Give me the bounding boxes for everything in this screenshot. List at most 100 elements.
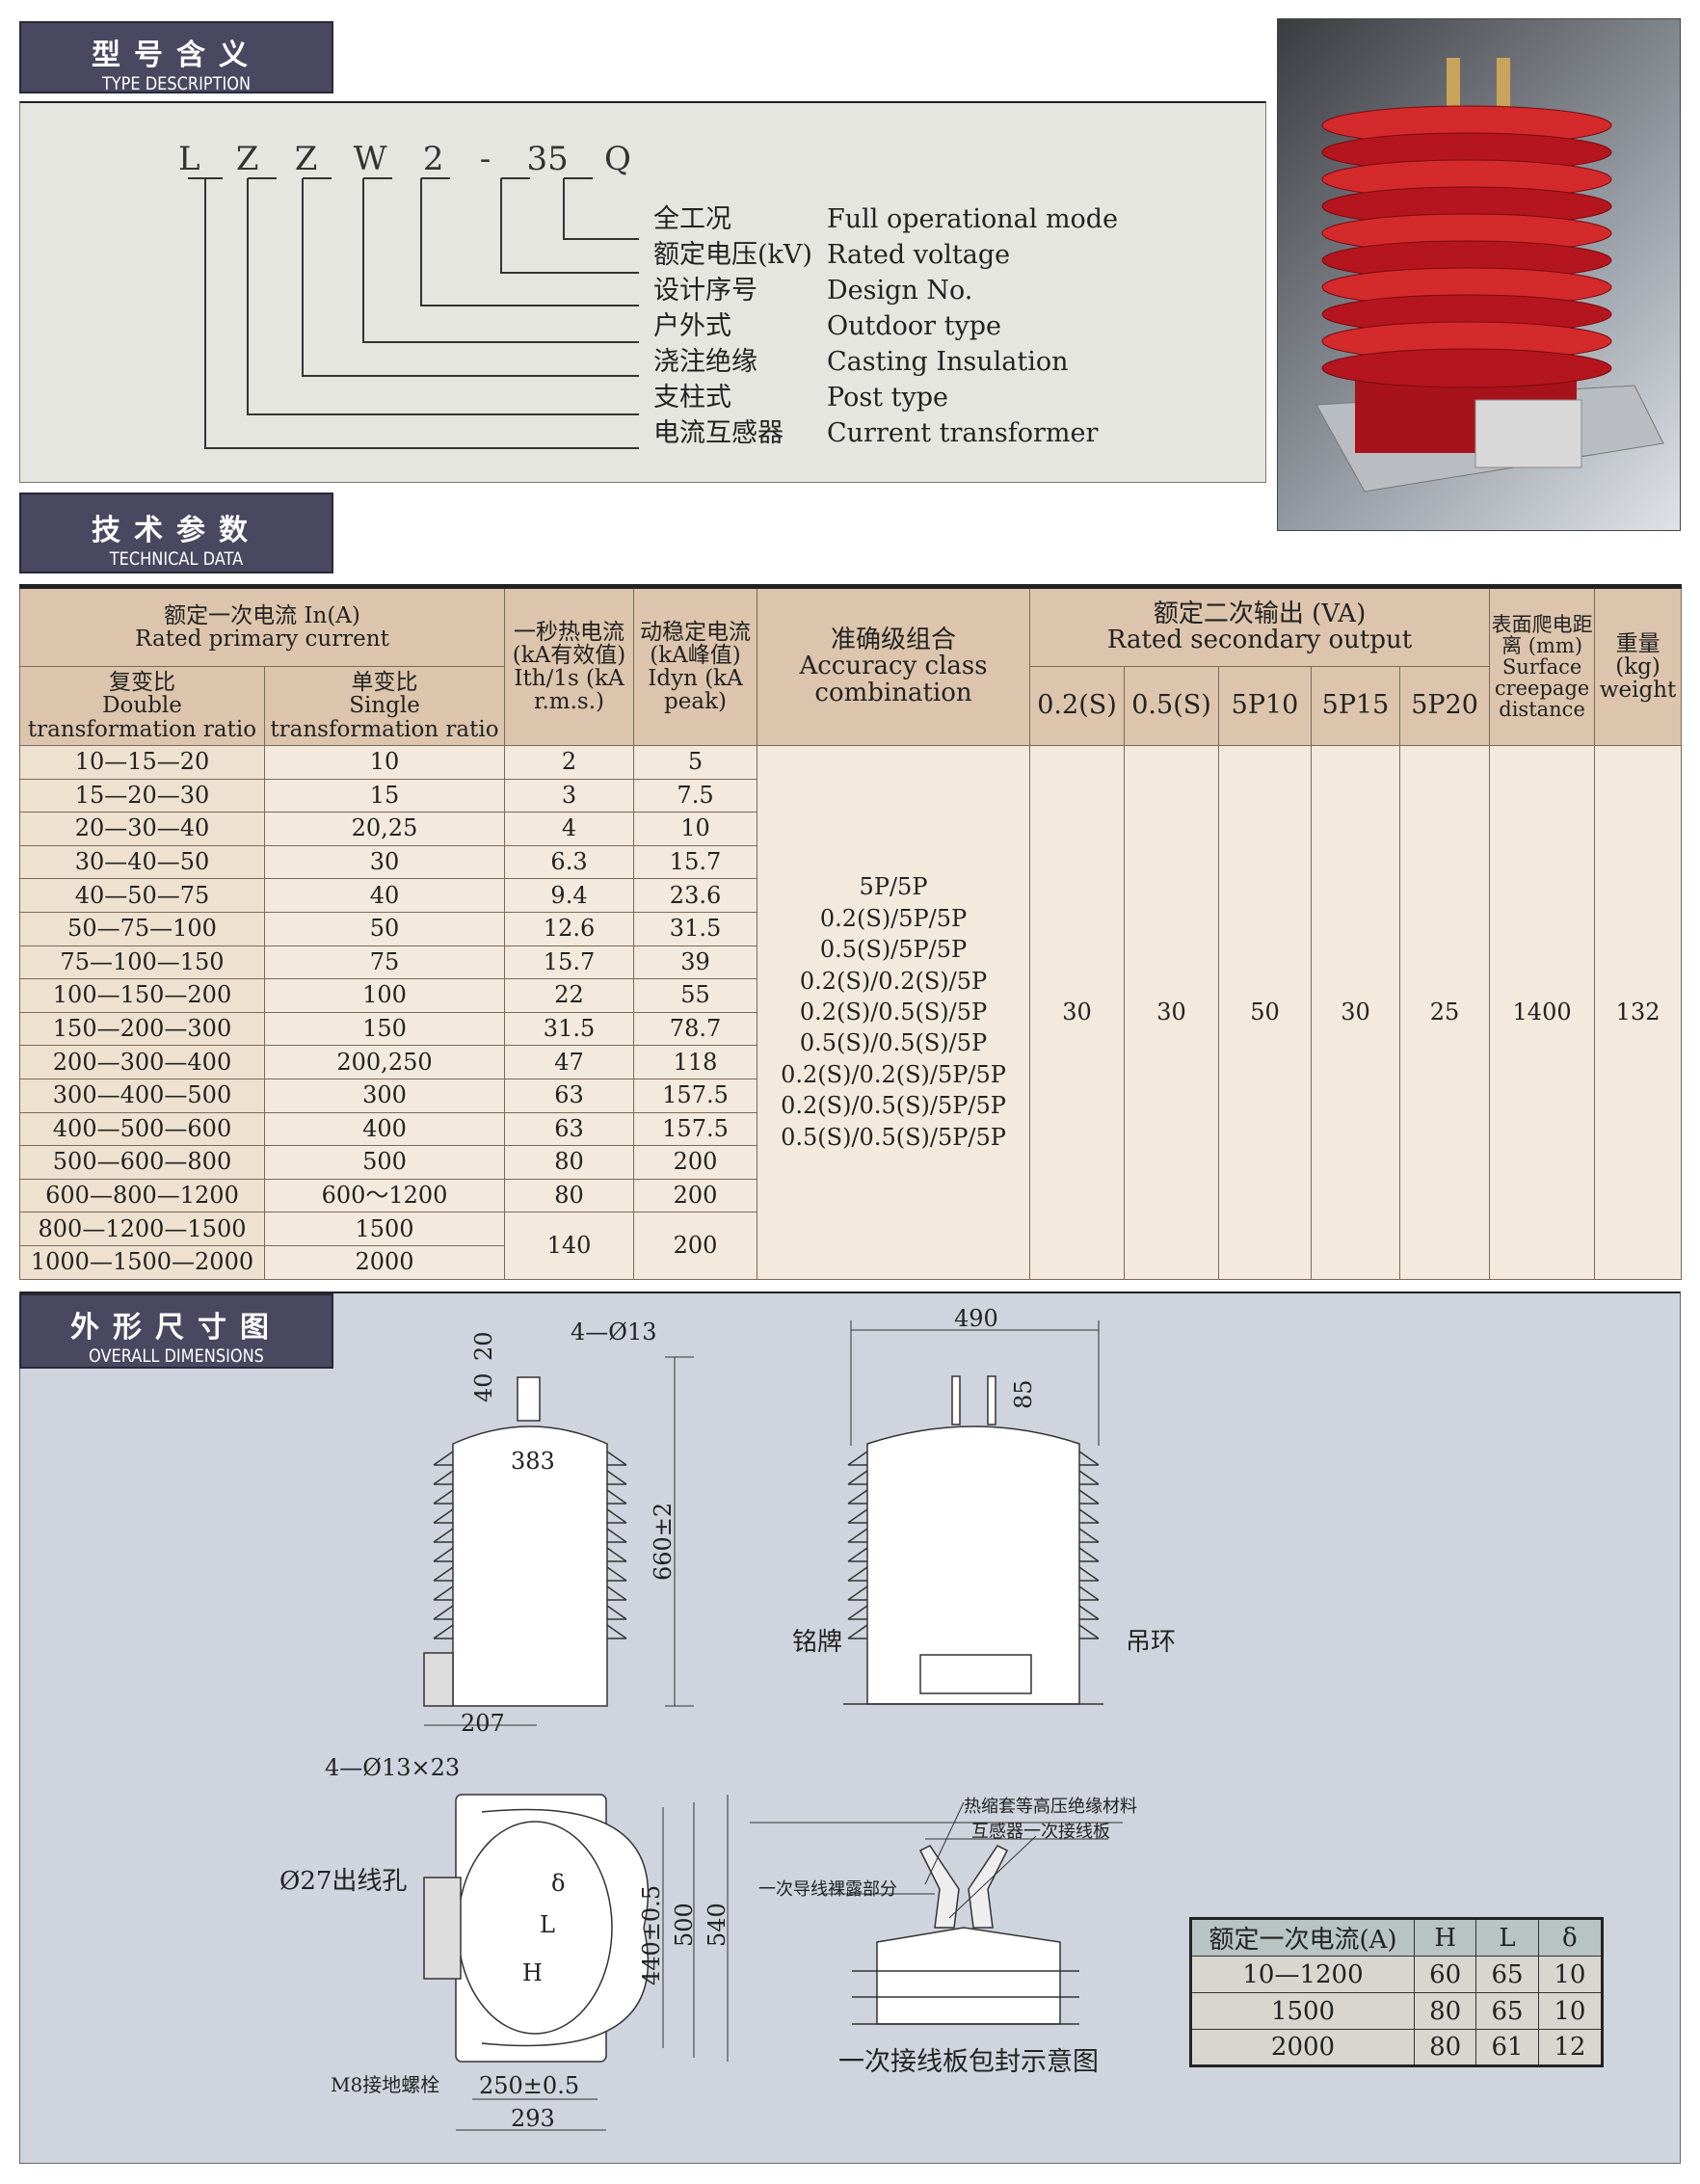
type-item-en: Outdoor type <box>827 311 1002 341</box>
ith-cell: 31.5 <box>504 1011 635 1047</box>
ith-cell: 3 <box>504 778 635 813</box>
hl-cell: 65 <box>1475 1956 1539 1993</box>
type-item-cn: 额定电压(kV) <box>653 240 812 270</box>
shed <box>847 1489 1100 1505</box>
accuracy-item: 0.2(S)/0.2(S)/5P/5P <box>781 1060 1006 1088</box>
header-text: Surface creepage distance <box>1494 654 1590 722</box>
ith-cell: 63 <box>504 1078 635 1113</box>
accuracy-item: 0.5(S)/0.5(S)/5P/5P <box>781 1123 1006 1151</box>
single-ratio-cell: 15 <box>263 778 506 813</box>
type-item-cn: 户外式 <box>653 311 731 341</box>
accuracy-item: 0.2(S)/0.5(S)/5P <box>799 999 988 1026</box>
ith-cell: 4 <box>504 812 635 846</box>
hl-header: H <box>1413 1918 1477 1957</box>
hl-cell: 12 <box>1537 2029 1604 2066</box>
single-ratio-cell: 400 <box>263 1111 506 1147</box>
type-code-leader-lines <box>188 177 639 449</box>
double-ratio-cell: 400—500—600 <box>19 1111 265 1147</box>
header-text: 单变比 <box>351 670 418 696</box>
creepage-cell: 1400 <box>1489 745 1596 1280</box>
type-title-en: TYPE DESCRIPTION <box>101 73 252 94</box>
idyn-cell: 23.6 <box>633 878 758 913</box>
single-ratio-cell: 10 <box>263 745 506 780</box>
type-item: 支柱式 Post type <box>653 376 1118 413</box>
shed <box>433 1585 627 1601</box>
single-ratio-cell: 20,25 <box>263 812 506 846</box>
hl-header: δ <box>1537 1918 1604 1957</box>
shed <box>1321 348 1612 388</box>
header-text: Ith/1s (kA r.m.s.) <box>514 666 624 715</box>
type-item-cn: 全工况 <box>653 204 731 234</box>
bottom-view-drawing <box>423 1794 649 2063</box>
thermal-current-header: 一秒热电流 (kA有效值)Ith/1s (kA r.m.s.) <box>504 586 635 746</box>
shed <box>847 1605 1100 1620</box>
secondary-output-cell: 50 <box>1218 745 1313 1280</box>
hl-cell: 10 <box>1537 1956 1604 1993</box>
double-ratio-cell: 30—40—50 <box>19 844 265 880</box>
idyn-cell: 78.7 <box>633 1011 758 1047</box>
idyn-cell: 200 <box>633 1178 758 1213</box>
shed <box>433 1470 627 1485</box>
idyn-cell: 7.5 <box>633 778 758 813</box>
header-text: Single transformation ratio <box>270 693 499 742</box>
technical-data-header: 技术参数 TECHNICAL DATA <box>19 493 333 573</box>
shed <box>847 1470 1100 1485</box>
product-photo <box>1277 18 1681 531</box>
single-ratio-cell: 75 <box>263 945 506 980</box>
outlet-label: Ø27出线孔 <box>279 1867 407 1896</box>
dim-title-cn: 外形尺寸图 <box>70 1311 282 1345</box>
ith-cell: 140 <box>504 1212 635 1280</box>
heat-shrink-label: 热缩套等高压绝缘材料 <box>964 1797 1137 1817</box>
rated-primary-header: 额定一次电流 In(A)Rated primary current <box>18 586 506 667</box>
type-code-letter: Z <box>235 140 259 178</box>
header-text: Idyn (kA peak) <box>648 666 743 715</box>
class-header: 0.5(S) <box>1124 666 1220 746</box>
l-label: L <box>540 1911 555 1938</box>
ith-cell: 9.4 <box>504 878 635 913</box>
double-ratio-cell: 20—30—40 <box>19 812 265 846</box>
dim-title-en: OVERALL DIMENSIONS <box>89 1345 264 1367</box>
weight-header: 重量 (kg)weight <box>1594 586 1683 746</box>
accuracy-item: 0.5(S)/5P/5P <box>819 936 968 964</box>
hl-cell: 2000 <box>1190 2029 1415 2066</box>
single-ratio-cell: 30 <box>263 844 506 880</box>
type-item-cn: 支柱式 <box>653 383 731 413</box>
single-ratio-cell: 200,250 <box>263 1045 506 1079</box>
shed <box>847 1508 1100 1524</box>
idyn-cell: 31.5 <box>633 911 758 946</box>
header-text: Rated secondary output <box>1106 626 1413 654</box>
type-code-letter: 35 <box>526 140 569 178</box>
ith-cell: 63 <box>504 1111 635 1147</box>
idyn-cell: 200 <box>633 1212 758 1280</box>
double-ratio-cell: 1000—1500—2000 <box>19 1244 265 1280</box>
front-d40-label: 40 <box>470 1372 497 1402</box>
shed <box>433 1566 627 1582</box>
accuracy-item: 0.2(S)/5P/5P <box>819 904 968 932</box>
ith-cell: 22 <box>504 978 635 1013</box>
hl-cell: 60 <box>1413 1956 1477 1993</box>
d500-label: 500 <box>671 1903 698 1947</box>
hl-header: 额定一次电流(A) <box>1190 1918 1415 1957</box>
tech-title-cn: 技术参数 <box>92 514 261 547</box>
nameplate-label: 铭牌 <box>792 1628 842 1657</box>
d540-label: 540 <box>704 1903 730 1947</box>
header-text: 动稳定电流 (kA峰值) <box>640 619 752 668</box>
idyn-cell: 5 <box>633 745 758 780</box>
double-ratio-cell: 40—50—75 <box>19 878 265 913</box>
shed <box>433 1605 627 1620</box>
secondary-output-cell: 30 <box>1029 745 1126 1280</box>
type-item-en: Post type <box>827 383 948 413</box>
double-ratio-cell: 75—100—150 <box>19 945 265 980</box>
